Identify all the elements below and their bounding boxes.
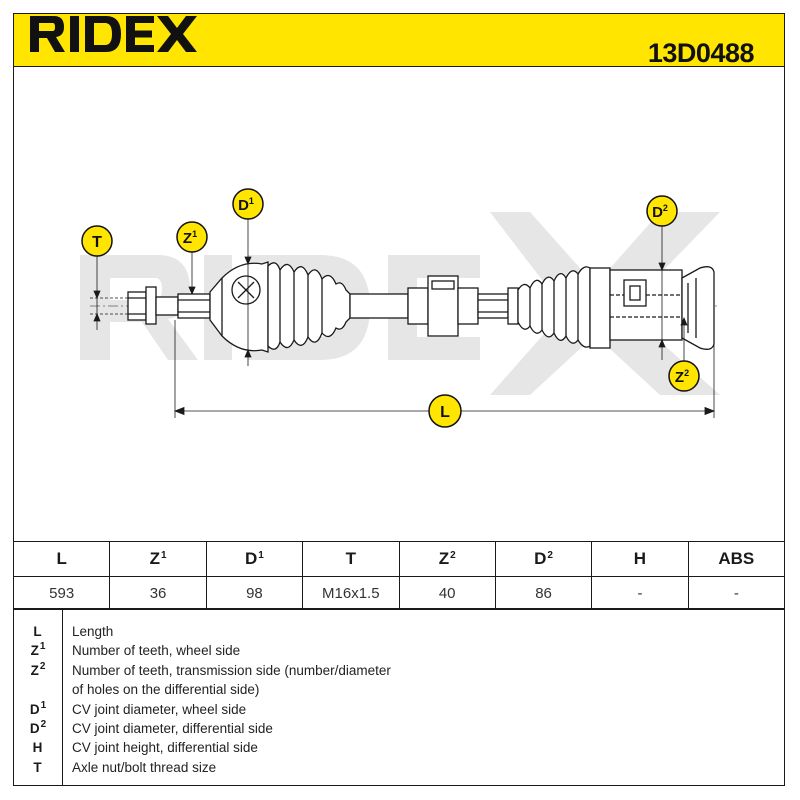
callout-D1: D1 [232,188,264,220]
spec-header-L: L [12,541,111,577]
spec-value-row: 593 36 98 M16x1.5 40 86 - - [12,576,786,610]
spec-value-D1: 98 [205,576,304,610]
drive-shaft-drawing: T Z1 D1 D2 Z2 L [80,188,720,428]
spec-value-H: - [591,576,689,610]
legend-symbol-column [13,608,63,786]
callout-D2: D2 [646,195,678,227]
header-bar: 13D0488 [13,13,785,67]
spec-value-ABS: - [687,576,786,610]
spec-value-L: 593 [12,576,111,610]
svg-text:D2: D2 [652,203,668,221]
legend-item: of holes on the differential side) [72,682,260,698]
spec-header-Z2: Z2 [398,541,496,577]
svg-text:Z1: Z1 [183,229,197,247]
svg-text:T: T [92,234,102,251]
spec-header-H: H [591,541,689,577]
callout-L: L [428,394,462,428]
callout-T: T [81,225,113,257]
callout-Z2: Z2 [668,360,700,392]
spec-value-Z1: 36 [109,576,207,610]
spec-header-Z1: Z1 [109,541,207,577]
svg-text:L: L [440,404,450,421]
legend-box [13,608,785,786]
svg-text:D1: D1 [238,196,254,214]
spec-header-D2: D2 [494,541,593,577]
spec-header-T: T [302,541,400,577]
spec-value-Z2: 40 [398,576,496,610]
drive-shaft [90,261,718,353]
spec-header-D1: D1 [205,541,304,577]
svg-text:Z2: Z2 [675,368,689,386]
spec-value-T: M16x1.5 [302,576,400,610]
ridex-logo [30,16,197,52]
spec-header-row: L Z1 D1 T Z2 D2 H ABS [12,541,786,577]
spec-header-ABS: ABS [687,541,786,577]
part-number: 13D0488 [647,38,755,68]
spec-value-D2: 86 [494,576,593,610]
callout-Z1: Z1 [176,221,208,253]
spec-table: L Z1 D1 T Z2 D2 H ABS 593 36 98 M16x1.5 … [12,541,786,610]
